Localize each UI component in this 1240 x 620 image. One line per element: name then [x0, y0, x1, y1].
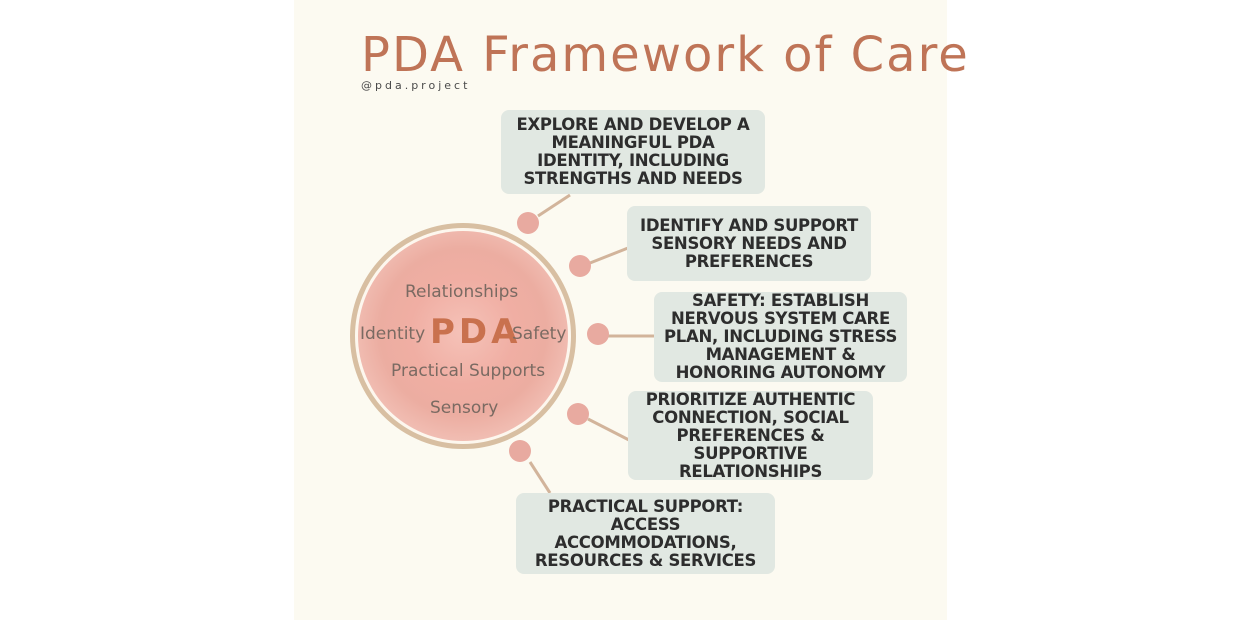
center-circle [358, 231, 568, 441]
box-identity-text: EXPLORE AND DEVELOP A MEANINGFUL PDA IDE… [516, 115, 750, 188]
connector-1 [537, 193, 571, 218]
center-label-pda: PDA [430, 312, 522, 352]
center-item-identity: Identity [360, 324, 426, 344]
social-handle: @pda.project [361, 79, 471, 92]
box-safety: SAFETY: ESTABLISH NERVOUS SYSTEM CARE PL… [654, 292, 907, 382]
box-practical-support: PRACTICAL SUPPORT: ACCESS ACCOMMODATIONS… [516, 493, 775, 574]
box-relationships: PRIORITIZE AUTHENTIC CONNECTION, SOCIAL … [628, 389, 873, 481]
center-item-practical-supports: Practical Supports [391, 361, 546, 381]
box-sensory: IDENTIFY AND SUPPORT SENSORY NEEDS AND P… [627, 206, 871, 281]
center-item-safety: Safety [512, 324, 567, 344]
node-dot-1 [517, 212, 539, 234]
connector-2 [589, 246, 629, 265]
center-item-relationships: Relationships [405, 282, 519, 302]
connector-4 [587, 417, 630, 442]
box-sensory-text: IDENTIFY AND SUPPORT SENSORY NEEDS AND P… [639, 215, 858, 271]
page-title: PDA Framework of Care [361, 27, 970, 83]
box-safety-text: SAFETY: ESTABLISH NERVOUS SYSTEM CARE PL… [663, 291, 898, 382]
center-item-sensory: Sensory [430, 398, 499, 418]
box-relationships-text: PRIORITIZE AUTHENTIC CONNECTION, SOCIAL … [645, 389, 856, 481]
node-dot-2 [569, 255, 591, 277]
connector-5 [528, 461, 552, 494]
node-dot-3 [587, 323, 609, 345]
node-dot-5 [509, 440, 531, 462]
box-practical-support-text: PRACTICAL SUPPORT: ACCESS ACCOMMODATIONS… [534, 496, 757, 570]
box-identity: EXPLORE AND DEVELOP A MEANINGFUL PDA IDE… [501, 110, 765, 194]
node-dot-4 [567, 403, 589, 425]
